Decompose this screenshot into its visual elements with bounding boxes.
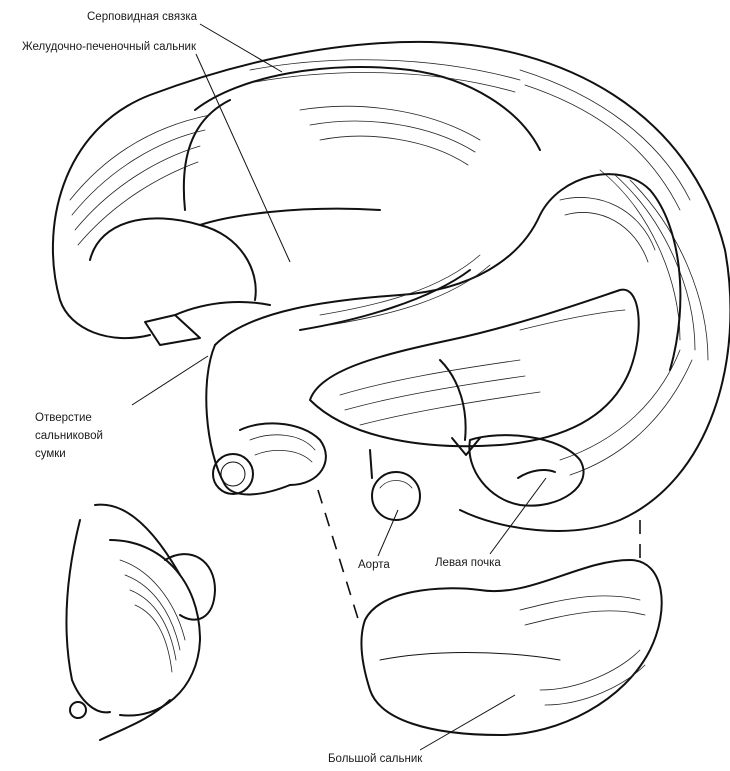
liver-hatching	[70, 60, 708, 475]
retractor-flap	[145, 302, 270, 345]
label-omental-foramen-line3: сумки	[35, 448, 66, 460]
label-aorta: Аорта	[358, 559, 390, 571]
greater-omentum-shape	[361, 560, 661, 735]
label-left-kidney: Левая почка	[435, 557, 501, 569]
label-greater-omentum-group: Большой сальник	[328, 695, 515, 765]
label-omental-foramen-line2: сальниковой	[35, 430, 103, 442]
label-hepatogastric-omentum-group: Желудочно-печеночный сальник	[22, 41, 290, 262]
lesser-sac-cavity	[310, 290, 639, 447]
aorta-vessel	[370, 450, 420, 520]
liver-outline	[53, 42, 730, 531]
label-omental-foramen-line1: Отверстие	[35, 412, 92, 424]
label-falciform-ligament: Серповидная связка	[87, 11, 198, 23]
inset-figure	[67, 505, 215, 740]
duodenum-pancreas	[206, 345, 326, 494]
flow-arrow	[440, 360, 480, 455]
label-greater-omentum: Большой сальник	[328, 753, 423, 765]
label-hepatogastric-omentum: Желудочно-печеночный сальник	[22, 41, 197, 53]
label-omental-foramen-group: Отверстие сальниковой сумки	[35, 356, 208, 460]
